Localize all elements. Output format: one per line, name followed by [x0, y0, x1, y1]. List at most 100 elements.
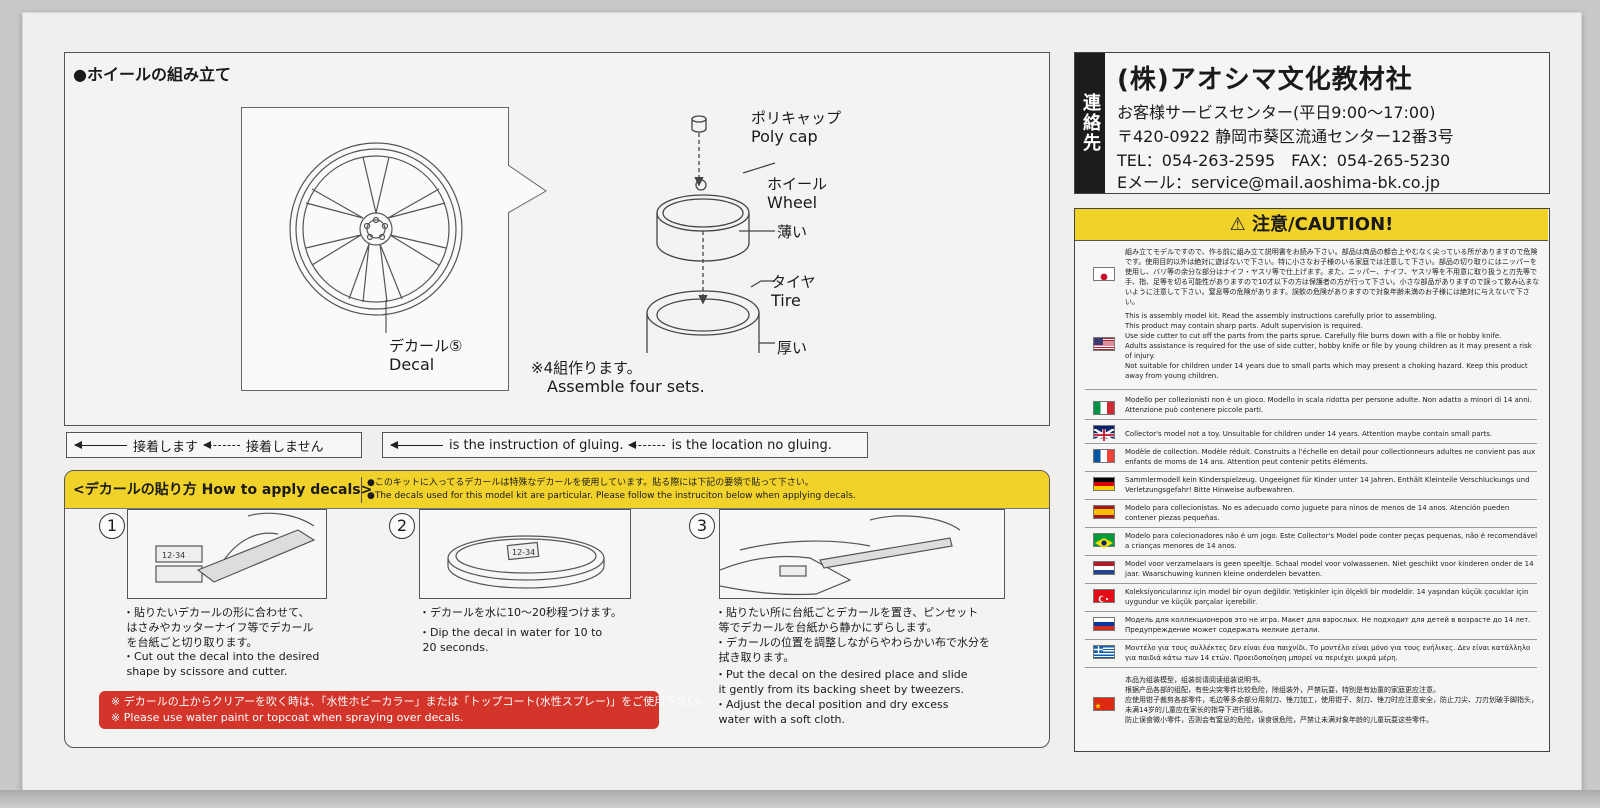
step-3-number: 3 — [689, 513, 715, 539]
warning-text-en: ※ Please use water paint or topcoat when… — [111, 711, 464, 724]
step-1-illustration: 12-34 — [127, 509, 327, 599]
caution-text-pt: Modelo para colecionadores não é um jogo… — [1125, 532, 1538, 550]
thick-label: 厚い — [777, 339, 808, 357]
decal-print-1: 12-34 — [162, 551, 185, 560]
legend-noglue-en: is the location no gluing. — [671, 437, 832, 453]
polycap-label-jp: ポリキャップ — [751, 109, 842, 127]
wheel-front-view-frame — [241, 107, 509, 391]
flag-brazil-icon — [1093, 533, 1115, 548]
flag-turkey-icon — [1093, 589, 1115, 603]
legend-noglue-jp: 接着しません — [246, 439, 324, 455]
step-3-illustration — [719, 509, 1005, 599]
contact-tab: 連絡先 — [1075, 53, 1105, 193]
caution-separator — [1085, 527, 1537, 528]
caution-title: 注意/CAUTION! — [1252, 214, 1394, 235]
caution-panel: ⚠ 注意/CAUTION! 組み立てモデルですので、作る前に組み立て説明書をお読… — [1074, 208, 1550, 752]
email: Eメール：service@mail.aoshima-bk.co.jp — [1117, 173, 1440, 192]
wheel-illustration — [289, 142, 463, 333]
caution-text-en: This is assembly model kit. Read the ass… — [1125, 312, 1532, 380]
flag-russia-icon — [1093, 617, 1115, 631]
sets-note-jp: ※4組作ります。 — [531, 359, 642, 377]
step-2-text-en: ・Dip the decal in water for 10 to 20 sec… — [419, 626, 603, 654]
exploded-view-illustration — [646, 115, 776, 353]
solid-arrow-icon — [74, 440, 127, 449]
solid-arrow-icon — [390, 440, 443, 449]
caution-text-fr: Modèle de collection. Modèle réduit. Con… — [1125, 448, 1536, 466]
thin-label: 薄い — [777, 223, 808, 241]
caution-text-nl: Model voor verzamelaars is geen speeltje… — [1125, 560, 1534, 578]
flag-uk-icon — [1093, 425, 1115, 443]
caution-text-ru: Модель для коллекционеров это не игра. М… — [1125, 616, 1531, 634]
polycap-label-en: Poly cap — [751, 127, 818, 146]
caution-text-de: Sammlermodell kein Kinderspielzeug. Unge… — [1125, 476, 1530, 494]
caution-separator — [1085, 555, 1537, 556]
wheel-label-jp: ホイール — [767, 175, 828, 193]
caution-separator — [1085, 499, 1537, 500]
caution-text-it: Modello per collezionisti non è un gioco… — [1125, 396, 1532, 414]
contact-panel: 連絡先 (株)アオシマ文化教材社 お客様サービスセンター(平日9:00〜17:0… — [1074, 52, 1550, 194]
phone-fax: TEL：054-263-2595 FAX：054-265-5230 — [1117, 151, 1451, 170]
dashed-arrow-icon — [628, 440, 666, 449]
legend-glue-en: is the instruction of gluing. — [449, 437, 624, 453]
company-name: (株)アオシマ文化教材社 — [1117, 65, 1413, 95]
caution-separator — [1085, 471, 1537, 472]
caution-separator — [1085, 639, 1537, 640]
water-dish-illustration: 12-34 — [447, 535, 605, 589]
flag-japan-icon — [1093, 267, 1115, 281]
flag-spain-icon — [1093, 505, 1115, 519]
warning-text-jp: ※ デカールの上からクリアーを吹く時は、「水性ホビーカラー」または「トップコート… — [111, 695, 710, 708]
caution-separator — [1085, 389, 1537, 390]
warning-banner: ※ デカールの上からクリアーを吹く時は、「水性ホビーカラー」または「トップコート… — [99, 691, 710, 729]
decal-label-jp: デカール⑤ — [389, 337, 463, 355]
wheel-label-en: Wheel — [767, 193, 818, 212]
decal-instructions-panel: <デカールの貼り方 How to apply decals> ●このキットに入っ… — [64, 470, 1050, 748]
caution-text-el: Μοντέλο για τους συλλέκτες δεν είναι ένα… — [1125, 644, 1531, 662]
decal-note-en: ●The decals used for this model kit are … — [367, 491, 856, 501]
assembly-title: ●ホイールの組み立て — [73, 65, 231, 84]
step-3-text-en: ・Put the decal on the desired place and … — [715, 668, 968, 726]
callout-pointer — [508, 164, 547, 214]
caution-separator — [1085, 443, 1537, 444]
flag-greece-icon — [1093, 645, 1115, 659]
glue-legend-jp: 接着します 接着しません — [66, 432, 362, 458]
step-1-text-en: ・Cut out the decal into the desired shap… — [123, 650, 320, 678]
caution-separator — [1085, 611, 1537, 612]
caution-heading: ⚠ 注意/CAUTION! — [1075, 209, 1548, 241]
sets-note-en: Assemble four sets. — [547, 377, 705, 396]
step-3-text-jp: ・貼りたい所に台紙ごとデカールを置き、ピンセット 等でデカールを台紙から静かにず… — [715, 606, 990, 664]
flag-china-icon — [1093, 697, 1115, 711]
decal-label-en: Decal — [389, 355, 435, 374]
decal-heading-band: <デカールの貼り方 How to apply decals> ●このキットに入っ… — [65, 471, 1049, 509]
caution-text-tr: Koleksiyoncularınız için model bir oyun … — [1125, 588, 1529, 606]
step-1-text-jp: ・貼りたいデカールの形に合わせて、 はさみやカッターナイフ等でデカール を台紙ご… — [123, 606, 314, 649]
caution-text-es: Modelo para collecionistas. No es adecua… — [1125, 504, 1510, 522]
address: 〒420-0922 静岡市葵区流通センター12番3号 — [1117, 127, 1454, 146]
tire-label-jp: タイヤ — [771, 273, 816, 291]
flag-usa-icon — [1093, 337, 1115, 351]
applying-decal-illustration — [720, 515, 961, 596]
flag-france-icon — [1093, 449, 1115, 463]
glue-legend-en: is the instruction of gluing. is the loc… — [382, 432, 868, 458]
cutting-decal-illustration: 12-34 — [155, 512, 316, 583]
flag-netherlands-icon — [1093, 561, 1115, 575]
tire-label-en: Tire — [771, 291, 801, 310]
decal-heading: <デカールの貼り方 How to apply decals> — [73, 482, 373, 498]
caution-separator — [1085, 583, 1537, 584]
table-surface — [0, 790, 1600, 808]
legend-glue-jp: 接着します — [133, 439, 199, 455]
step-1-number: 1 — [99, 513, 125, 539]
step-2-number: 2 — [389, 513, 415, 539]
flag-italy-icon — [1093, 401, 1115, 415]
step-2-illustration: 12-34 — [419, 509, 631, 599]
step-2-text-jp: ・デカールを水に10〜20秒程つけます。 — [419, 606, 622, 619]
decal-print-2: 12-34 — [512, 548, 535, 557]
caution-text-zh: 本品为组装模型，组装前请阅读组装说明书。 根据产品各部的组配，有些尖突零件比较危… — [1125, 676, 1538, 724]
caution-text-uk: Collector's model not a toy. Unsuitable … — [1125, 430, 1493, 438]
dashed-arrow-icon — [203, 440, 241, 449]
caution-text-jp: 組み立てモデルですので、作る前に組み立て説明書をお読み下さい。部品は商品の都合上… — [1125, 248, 1540, 306]
heading-divider — [361, 477, 362, 503]
warning-triangle-icon: ⚠ — [1229, 214, 1253, 235]
caution-separator — [1085, 667, 1537, 668]
wheel-assembly-panel: ●ホイールの組み立て — [64, 52, 1050, 426]
decal-note-jp: ●このキットに入ってるデカールは特殊なデカールを使用しています。貼る際には下記の… — [367, 478, 814, 488]
